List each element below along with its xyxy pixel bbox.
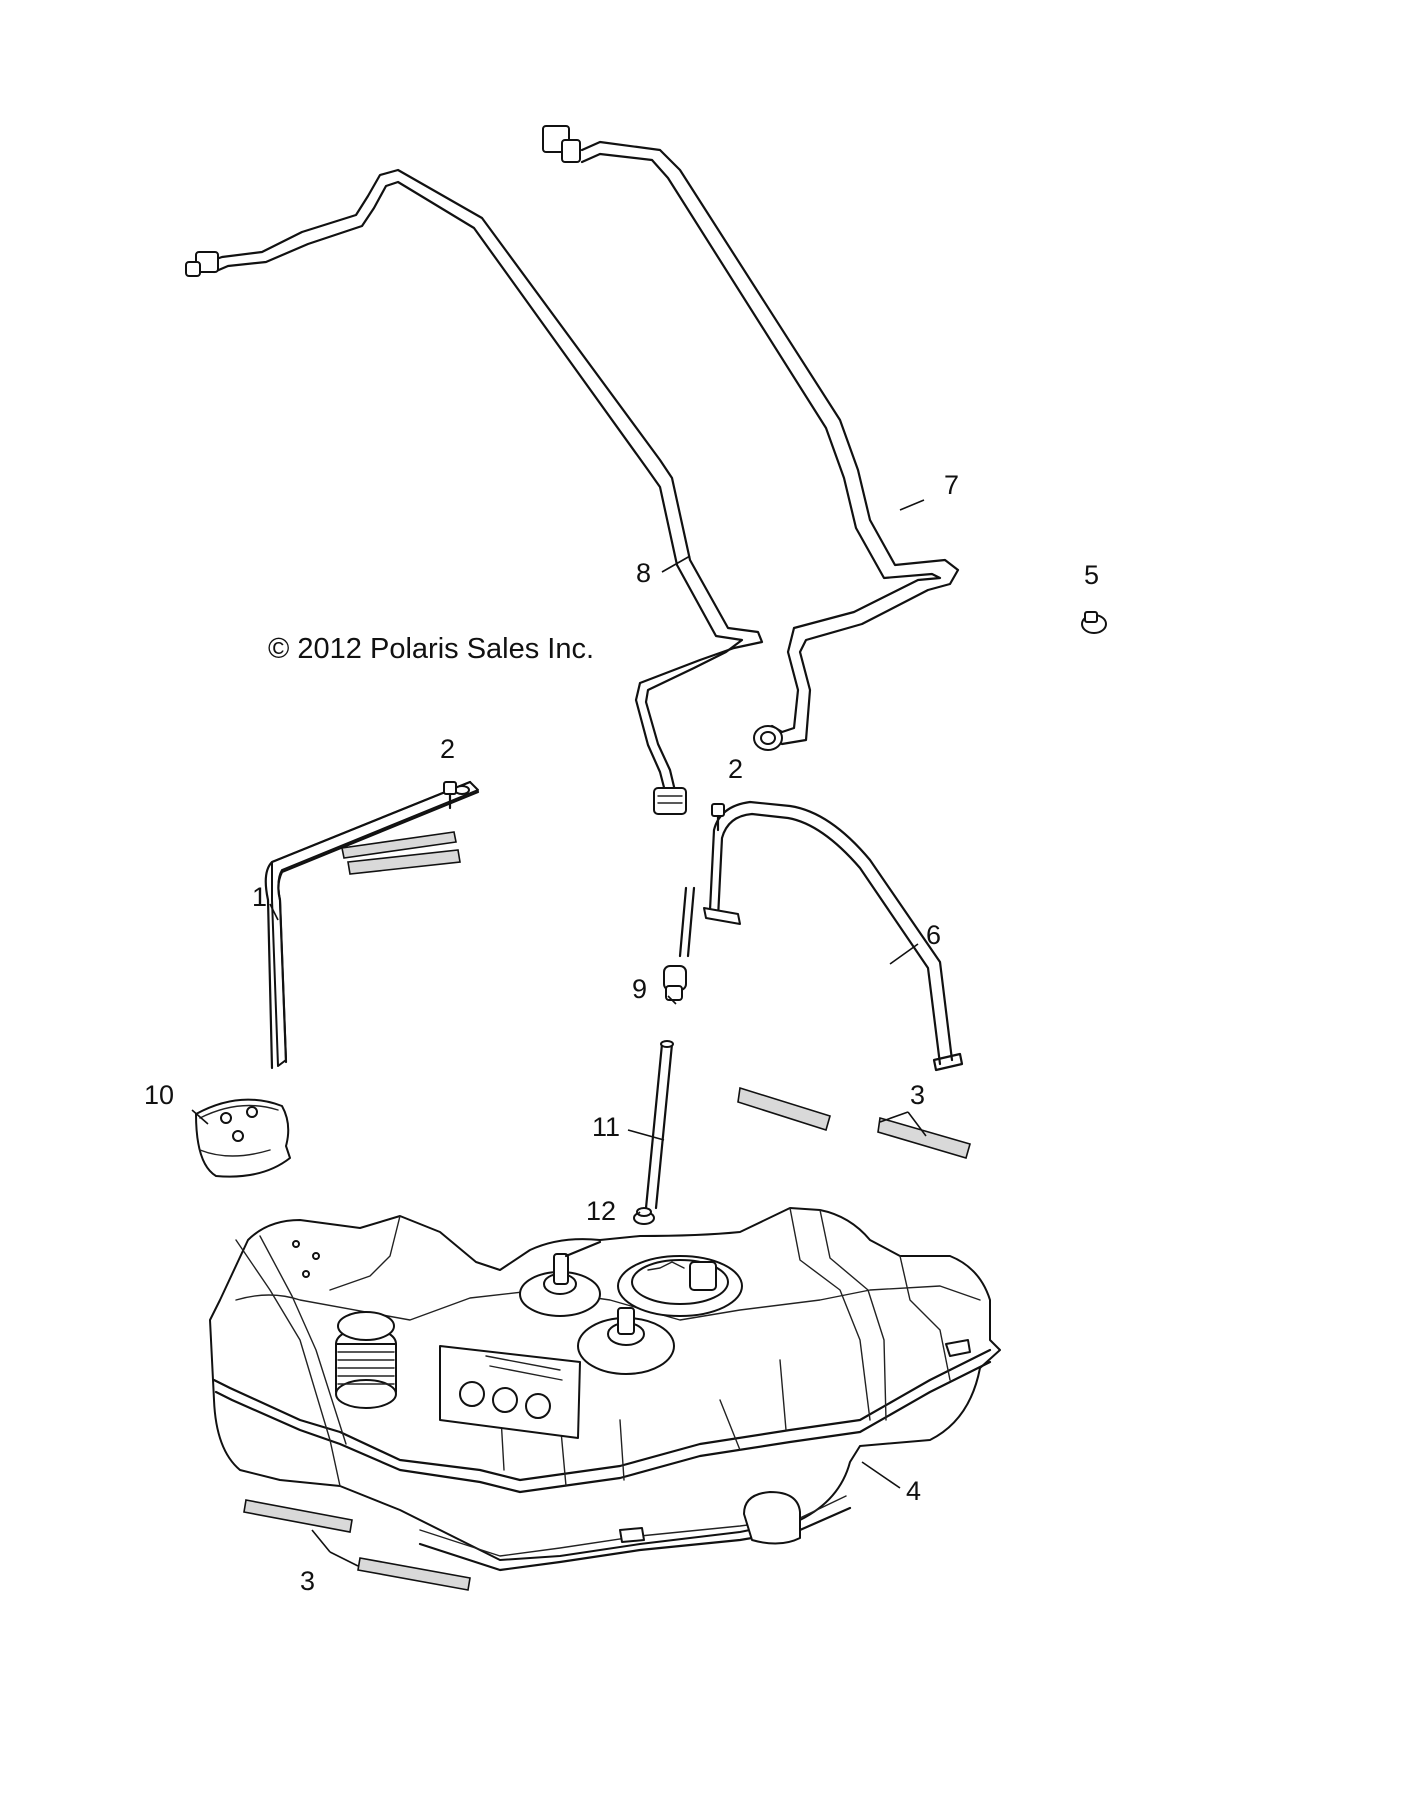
callout-8: 8 <box>636 558 651 588</box>
pad-icon <box>737 1086 971 1159</box>
tank-strap-6-icon <box>703 800 964 1072</box>
pad-icon <box>341 831 461 875</box>
callout-3-left: 3 <box>300 1566 315 1596</box>
bolt-icon <box>711 803 725 832</box>
callout-2-right: 2 <box>728 754 743 784</box>
callout-1: 1 <box>252 882 267 912</box>
fuel-line-8-icon <box>185 168 764 815</box>
pad-icon <box>243 1499 471 1591</box>
copyright-notice: © 2012 Polaris Sales Inc. <box>268 633 594 665</box>
callout-5: 5 <box>1084 560 1099 590</box>
fuel-cap-icon <box>195 1098 291 1178</box>
clamp-icon <box>633 1207 655 1225</box>
valve-icon <box>663 965 687 1001</box>
callout-9: 9 <box>632 974 647 1004</box>
vent-hose-icon <box>644 886 696 1210</box>
callout-10: 10 <box>144 1080 174 1110</box>
fuel-tank-icon <box>209 1207 1001 1572</box>
clip-icon <box>1081 611 1107 634</box>
fuel-line-7-icon <box>542 125 960 751</box>
callout-4: 4 <box>906 1476 921 1506</box>
leader-lines <box>191 499 927 1567</box>
callout-11: 11 <box>592 1112 620 1142</box>
callout-2-left: 2 <box>440 734 455 764</box>
tank-strap-1-icon <box>264 780 480 1070</box>
callout-7: 7 <box>944 470 959 500</box>
callout-6: 6 <box>926 920 941 950</box>
bolt-icon <box>443 781 457 810</box>
callout-12: 12 <box>586 1196 616 1226</box>
callout-3-right: 3 <box>910 1080 925 1110</box>
